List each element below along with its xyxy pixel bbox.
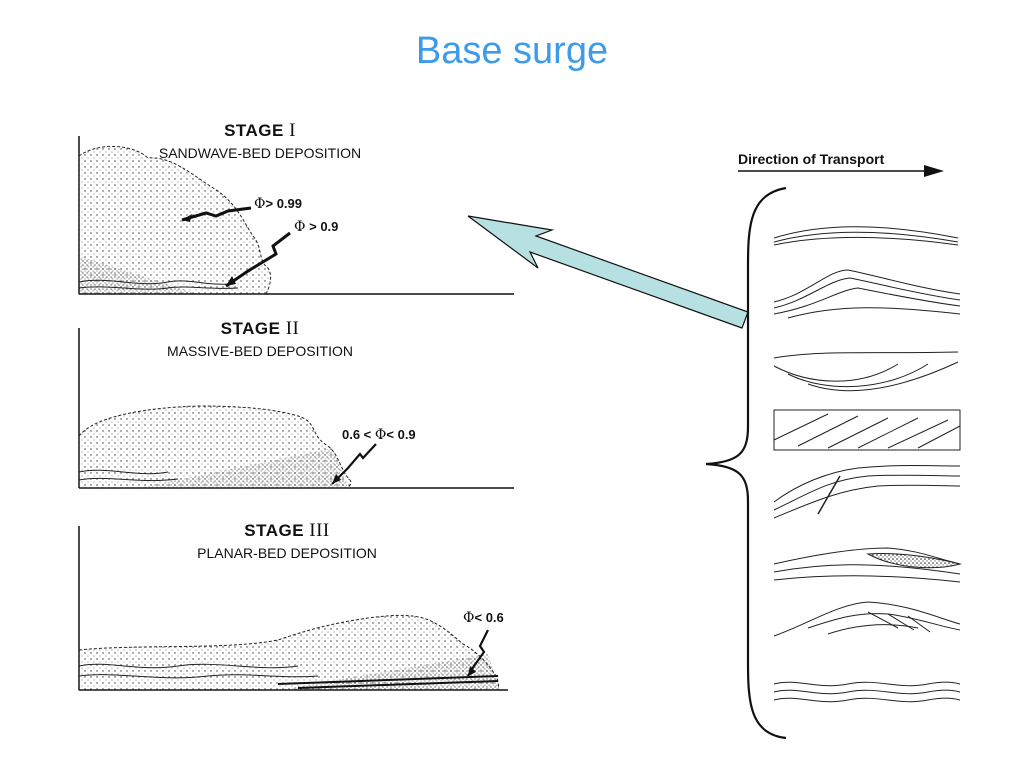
stage-1-label-1: Φ> 0.99 (254, 196, 302, 212)
stage-1-heading: STAGE I SANDWAVE-BED DEPOSITION (100, 120, 420, 161)
stage-1-arrow-1 (181, 206, 252, 222)
bedform-5 (773, 465, 961, 519)
bedform-7 (773, 601, 961, 637)
bedform-1 (773, 226, 959, 246)
bedform-8 (773, 681, 961, 703)
stage-3-title: STAGE (244, 521, 305, 540)
stage-3-label: Φ< 0.6 (463, 610, 504, 626)
stage-3-diagram (78, 526, 508, 691)
bedform-2 (773, 269, 961, 319)
direction-arrow (738, 165, 944, 177)
stage-3-numeral: III (309, 520, 330, 541)
stage-1-diagram (78, 136, 514, 295)
slide-title: Base surge (415, 30, 609, 72)
stage-2-heading: STAGE II MASSIVE-BED DEPOSITION (100, 318, 420, 359)
stage-2-subtitle: MASSIVE-BED DEPOSITION (167, 343, 353, 359)
stage-2-label: 0.6 < Φ< 0.9 (342, 427, 416, 443)
bedform-3 (773, 351, 959, 392)
stage-1-title: STAGE (224, 121, 284, 140)
bedform-6 (773, 547, 962, 583)
stage-3-subtitle: PLANAR-BED DEPOSITION (197, 545, 377, 561)
bedform-4 (773, 409, 961, 451)
stage-2-numeral: II (285, 318, 300, 339)
stage-1-subtitle: SANDWAVE-BED DEPOSITION (158, 145, 362, 161)
direction-of-transport-label: Direction of Transport (738, 151, 885, 167)
bedform-sketches (773, 226, 962, 703)
stage-2-title: STAGE (220, 319, 281, 338)
brace-icon (705, 186, 787, 740)
stage-2-arrow (331, 443, 377, 485)
stage-1-cloud (78, 145, 272, 295)
stage-1-numeral: I (289, 120, 296, 141)
stage-2-diagram (78, 328, 514, 489)
stage-3-heading: STAGE III PLANAR-BED DEPOSITION (127, 520, 447, 561)
stage-1-label-2: Φ > 0.9 (294, 219, 339, 235)
stage-1-arrow-2 (225, 231, 291, 288)
pointer-arrow (467, 215, 749, 329)
